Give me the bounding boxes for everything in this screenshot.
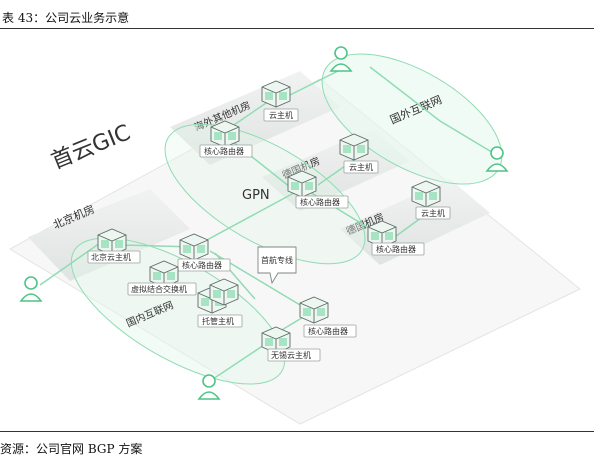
wuxi-cloud-host: 无锡云主机: [261, 326, 321, 362]
brand-label: 首云GIC: [48, 120, 134, 174]
svg-text:无锡云主机: 无锡云主机: [271, 350, 311, 360]
intl-line-callout: 首航专线: [257, 246, 297, 285]
svg-text:核心路由器: 核心路由器: [182, 260, 222, 270]
internet-bottom-ellipse: 国内互联网: [70, 237, 286, 385]
svg-text:云主机: 云主机: [349, 162, 373, 172]
svg-text:北京云主机: 北京云主机: [91, 252, 131, 262]
core-router-wuxi: 核心路由器: [299, 296, 357, 338]
svg-text:首云GIC: 首云GIC: [48, 120, 134, 174]
core-router-germany-a: 核心路由器: [287, 170, 349, 209]
figure-caption: 表 43：公司云业务示意: [2, 11, 130, 25]
core-router-germany-b: 核心路由器: [367, 220, 425, 256]
source-note: 资源：公司官网 BGP 方案: [0, 442, 143, 456]
internet-top-ellipse: 国外互联网: [321, 53, 503, 185]
cloud-host-germany-a: 云主机: [339, 133, 379, 174]
core-router-overseas: 核心路由器: [199, 120, 253, 158]
cloud-host-overseas: 云主机: [261, 80, 299, 122]
svg-text:云主机: 云主机: [269, 110, 293, 120]
bottom-rule: [0, 431, 594, 432]
svg-text:核心路由器: 核心路由器: [376, 244, 416, 254]
svg-text:托管主机: 托管主机: [202, 316, 234, 326]
svg-text:云主机: 云主机: [421, 208, 445, 218]
gpn-ellipse: GPN: [164, 123, 366, 265]
svg-text:首航专线: 首航专线: [261, 255, 293, 265]
svg-text:GPN: GPN: [242, 188, 270, 203]
cloud-host-germany-b: 云主机: [411, 180, 451, 220]
svg-text:核心路由器: 核心路由器: [204, 146, 244, 156]
user-icon: [20, 276, 42, 302]
virtual-switch: 虚拟结合交换机: [127, 260, 197, 296]
core-router-beijing: 核心路由器: [177, 233, 231, 272]
hosted-host: 托管主机: [197, 278, 243, 328]
cloud-network-diagram: 首云GIC 海外其他机房 德国机房 德国机房 北京机房 国外互联网 GPN 国内…: [8, 46, 581, 425]
svg-text:核心路由器: 核心路由器: [308, 326, 348, 336]
top-rule: [0, 28, 594, 29]
svg-text:虚拟结合交换机: 虚拟结合交换机: [131, 284, 187, 294]
svg-text:核心路由器: 核心路由器: [300, 197, 340, 207]
beijing-cloud-host: 北京云主机: [87, 228, 141, 264]
